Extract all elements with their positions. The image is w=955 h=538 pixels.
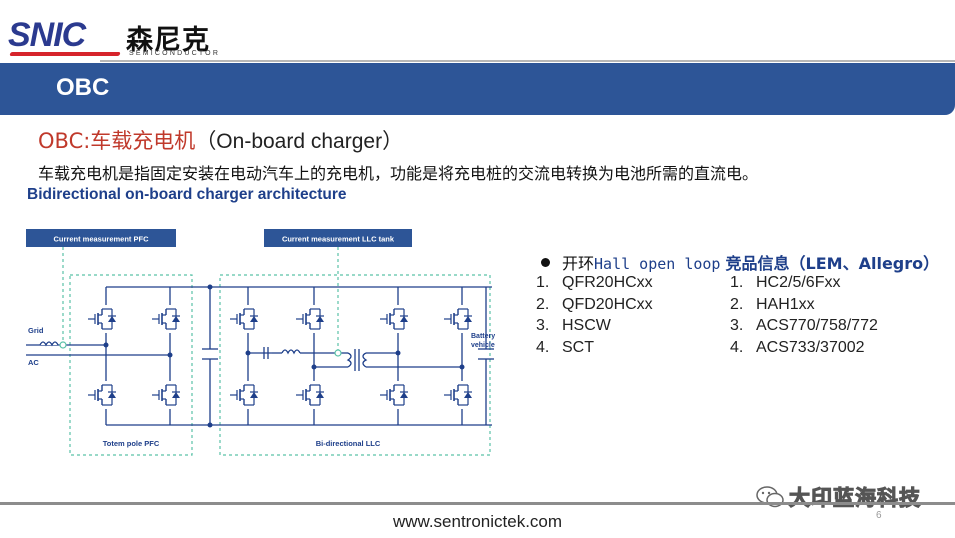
watermark: 大印蓝海科技 bbox=[755, 482, 921, 512]
grid-label: Grid bbox=[28, 326, 44, 335]
figure-title: Bidirectional on-board charger architect… bbox=[27, 186, 347, 203]
subtitle-cn: OBC:车载充电机 bbox=[38, 129, 196, 153]
list-item: 3.HSCW bbox=[536, 317, 611, 334]
right-list: 1.HC2/5/6Fxx 2.HAH1xx 3.ACS770/758/772 4… bbox=[730, 274, 878, 360]
cm-llc-label: Current measurement LLC tank bbox=[282, 235, 395, 244]
top-divider bbox=[100, 60, 955, 62]
obc-circuit-diagram: Current measurement PFC Current measurem… bbox=[26, 229, 495, 456]
list-item: 1.HC2/5/6Fxx bbox=[730, 274, 841, 291]
logo-swoosh bbox=[9, 52, 121, 56]
cm-pfc-box bbox=[26, 229, 176, 247]
info-panel: 开环Hall open loop 竞品信息（LEM、Allegro） 1.QFR… bbox=[536, 250, 951, 356]
slide-header: OBC bbox=[0, 63, 955, 115]
competitor-title: 竞品信息（LEM、Allegro） bbox=[725, 254, 940, 273]
logo-brand-cn: 森尼克 bbox=[126, 25, 210, 56]
section-subtitle: OBC:车载充电机（On-board charger） bbox=[38, 125, 403, 155]
cm-llc-box bbox=[264, 229, 412, 247]
llc-group bbox=[219, 274, 491, 456]
logo-brand: SNIC bbox=[8, 16, 86, 54]
slide-title: OBC bbox=[56, 74, 110, 101]
bullet-cn: 开环 bbox=[562, 254, 595, 273]
battery-label: Battery bbox=[471, 333, 495, 340]
bottom-divider bbox=[0, 502, 955, 505]
info-heading: 开环Hall open loop 竞品信息（LEM、Allegro） bbox=[536, 250, 951, 273]
logo-tagline: SEMICONDUCTOR bbox=[129, 50, 221, 57]
list-item: 2.QFD20HCxx bbox=[536, 295, 653, 313]
vehicle-label: vehicle bbox=[471, 342, 495, 349]
totem-pfc-label: Totem pole PFC bbox=[103, 439, 160, 448]
list-item: 1.QFR20HCxx bbox=[536, 274, 653, 291]
page-number: 6 bbox=[876, 510, 882, 521]
list-item: 4.SCT bbox=[536, 338, 594, 356]
subtitle-en: （On-board charger） bbox=[195, 130, 404, 153]
llc-label: Bi-directional LLC bbox=[316, 439, 381, 448]
ac-label: AC bbox=[28, 358, 39, 367]
list-item: 4.ACS733/37002 bbox=[730, 338, 865, 356]
cm-pfc-label: Current measurement PFC bbox=[53, 235, 149, 244]
description-text: 车载充电机是指固定安装在电动汽车上的充电机，功能是将充电桩的交流电转换为电池所需… bbox=[38, 164, 759, 183]
list-item: 2.HAH1xx bbox=[730, 295, 815, 313]
bullet-dot-icon bbox=[541, 258, 550, 267]
bullet-en: Hall open loop bbox=[594, 255, 721, 273]
watermark-text: 大印蓝海科技 bbox=[789, 486, 921, 511]
wechat-icon bbox=[756, 486, 784, 508]
left-list: 1.QFR20HCxx 2.QFD20HCxx 3.HSCW 4.SCT bbox=[536, 274, 653, 360]
company-logo: SNIC 森尼克 SEMICONDUCTOR bbox=[8, 12, 228, 57]
totem-pfc-group bbox=[69, 274, 193, 456]
list-item: 3.ACS770/758/772 bbox=[730, 317, 878, 334]
footer-url[interactable]: www.sentronictek.com bbox=[392, 512, 563, 531]
